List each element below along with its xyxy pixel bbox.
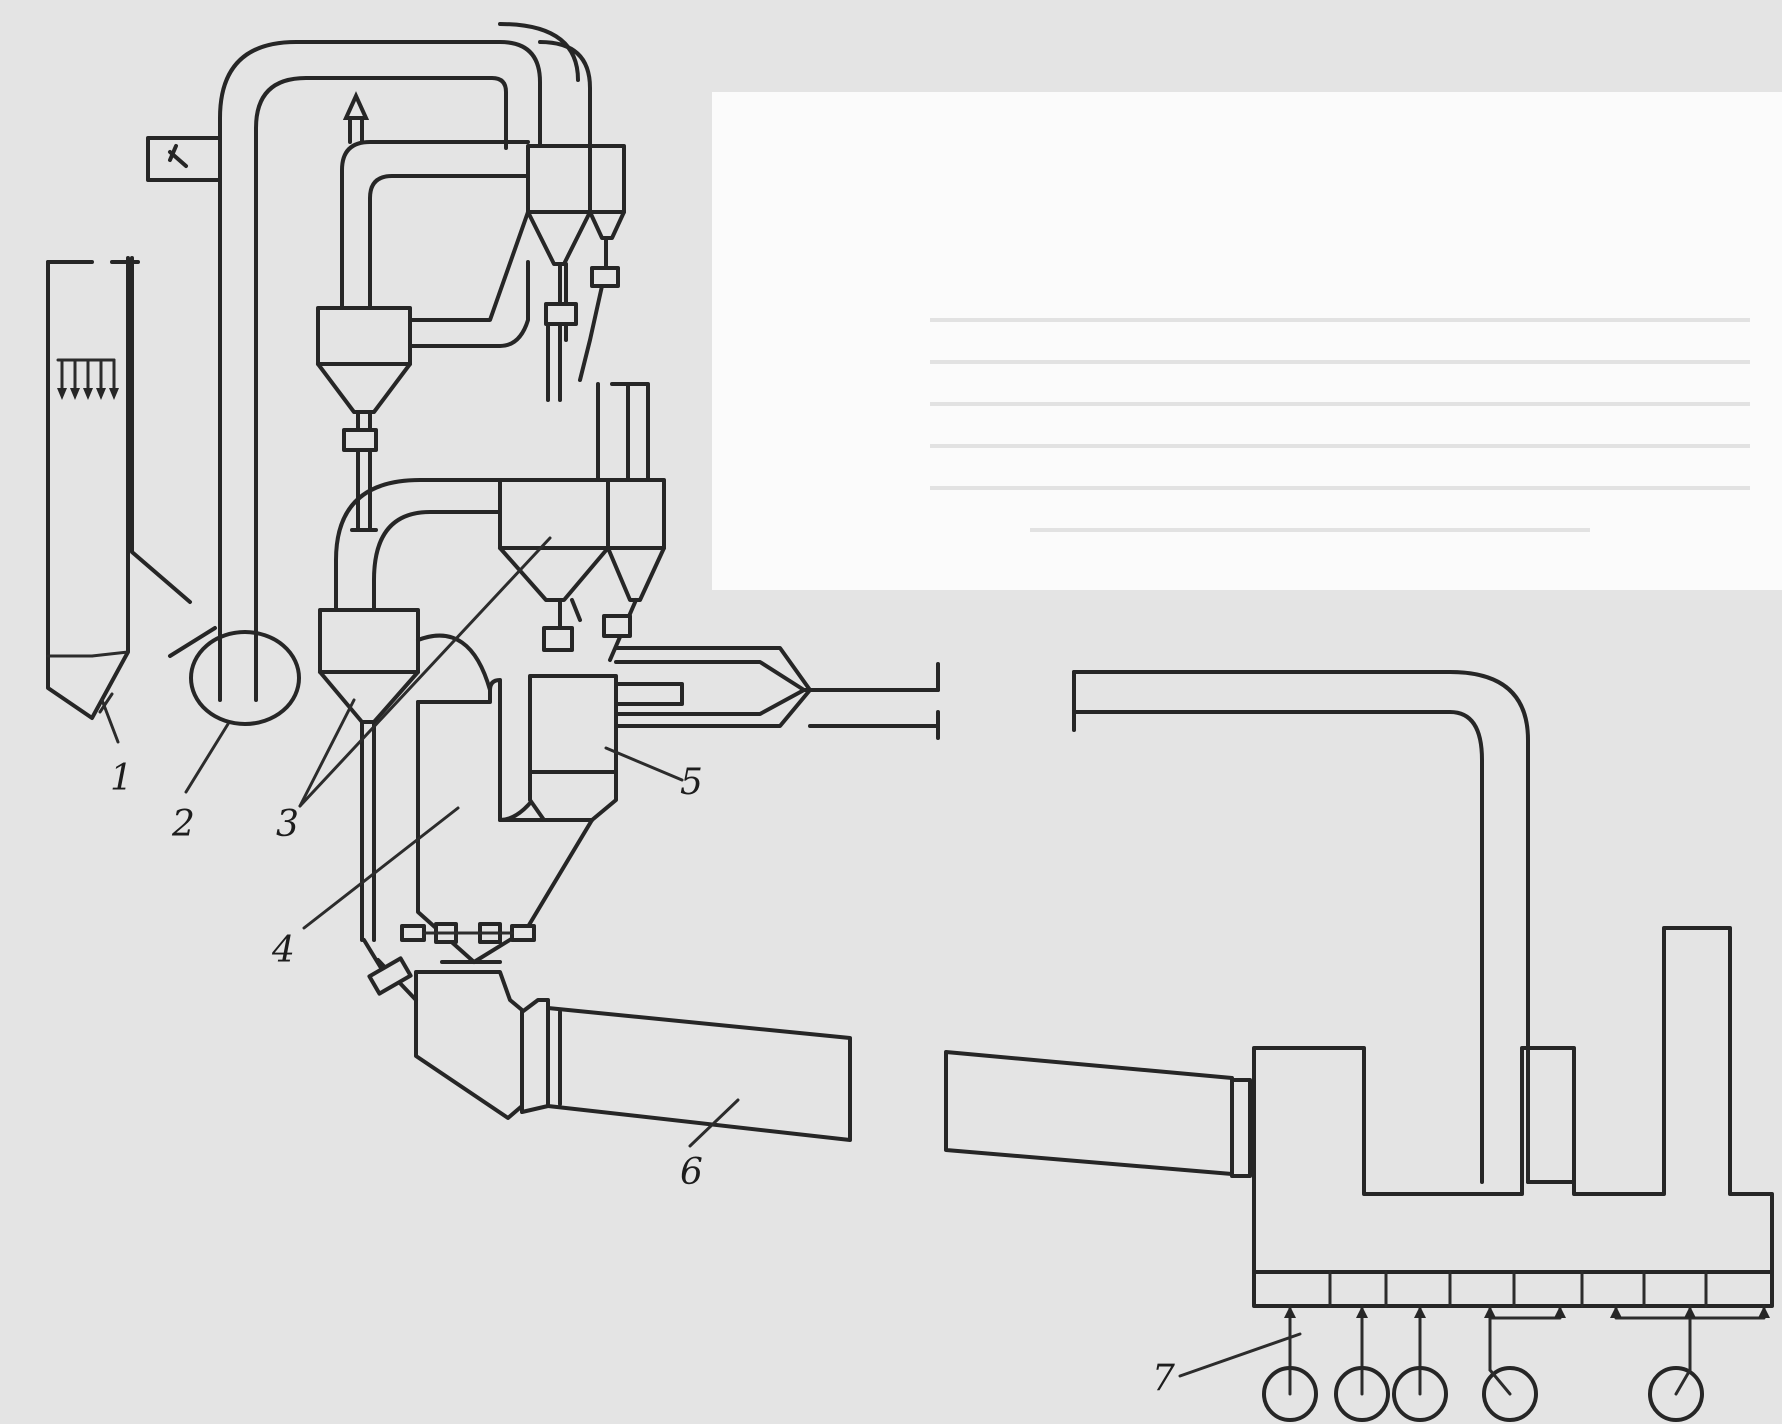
faded-background-text xyxy=(930,318,1750,532)
precalciner-4 xyxy=(400,678,594,964)
cooler-grate-chambers xyxy=(1252,1270,1774,1308)
label-2: 2 xyxy=(171,804,195,845)
cyclone-3 xyxy=(318,382,666,942)
vessel-5 xyxy=(528,598,1076,822)
leader-lines xyxy=(100,536,1302,1378)
label-3: 3 xyxy=(276,804,299,845)
label-7: 7 xyxy=(1152,1358,1175,1399)
label-4: 4 xyxy=(271,930,295,971)
cooler-7 xyxy=(1072,670,1774,1422)
upper-cyclone-stage xyxy=(316,91,626,532)
rotary-kiln-6 xyxy=(362,938,1252,1178)
label-6: 6 xyxy=(680,1152,703,1193)
label-5: 5 xyxy=(680,762,703,803)
filter-flow-arrows xyxy=(56,358,119,400)
fan-2 xyxy=(146,22,592,726)
filter-1 xyxy=(46,256,217,720)
cooler-fans xyxy=(1262,1304,1770,1422)
blank-panel xyxy=(712,92,1782,590)
precalciner-burners xyxy=(400,922,536,944)
label-1: 1 xyxy=(110,758,133,799)
tertiary-air-duct xyxy=(614,646,1076,740)
